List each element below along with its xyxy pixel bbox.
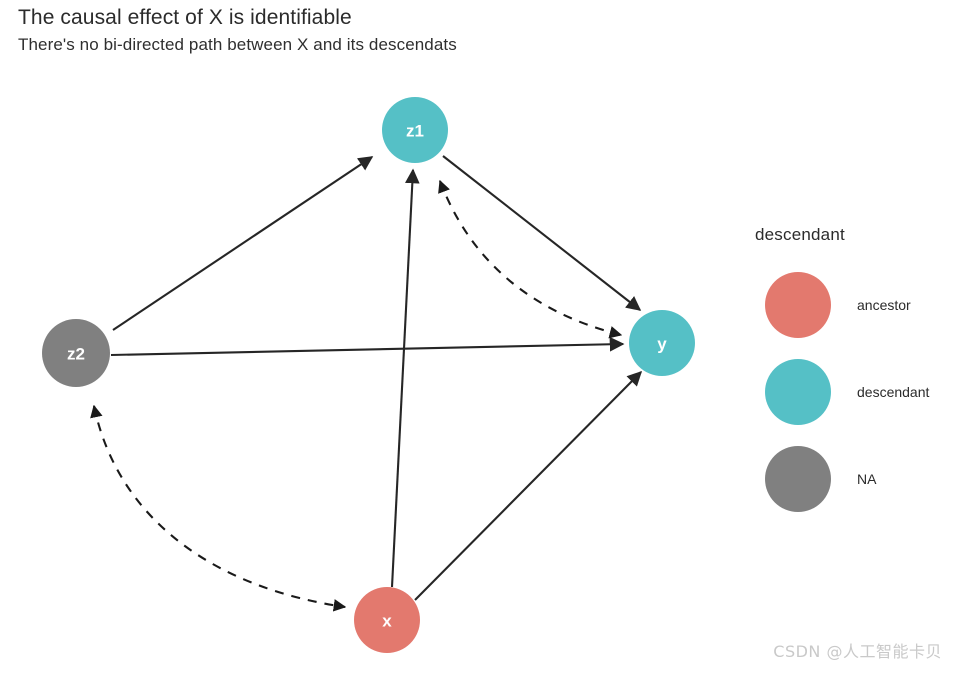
- node-circle-z2[interactable]: [42, 319, 110, 387]
- legend-swatch-ancestor: [765, 271, 831, 338]
- legend-title: descendant: [755, 225, 845, 244]
- node-circle-y[interactable]: [629, 310, 695, 376]
- node-circle-x[interactable]: [354, 587, 420, 653]
- edge-z1-bidirected-y: [438, 179, 623, 339]
- legend: descendant ancestor descendant NA: [752, 225, 948, 522]
- figure-header: The causal effect of X is identifiable T…: [18, 4, 718, 57]
- node-z1[interactable]: z1: [382, 97, 448, 163]
- node-z2[interactable]: z2: [42, 319, 110, 387]
- node-x[interactable]: x: [354, 587, 420, 653]
- legend-swatch-descendant: [765, 358, 831, 425]
- edge-z2-to-y: [110, 336, 625, 357]
- legend-item-ancestor[interactable]: ancestor: [752, 261, 948, 348]
- edge-z2-to-z1: [112, 156, 374, 331]
- edge-group-directed: [110, 155, 643, 601]
- edge-z2-bidirected-x: [90, 404, 347, 612]
- edge-z1-to-y: [442, 155, 642, 311]
- legend-label-na: NA: [857, 470, 877, 487]
- watermark: CSDN @人工智能卡贝: [773, 642, 942, 661]
- legend-label-descendant: descendant: [857, 383, 930, 400]
- legend-item-na[interactable]: NA: [752, 435, 948, 522]
- page-title: The causal effect of X is identifiable: [18, 6, 352, 29]
- edge-x-to-y: [414, 370, 643, 601]
- edge-x-to-z1: [390, 168, 420, 588]
- page-subtitle: There's no bi-directed path between X an…: [18, 35, 457, 54]
- edge-group-bidirected: [90, 179, 623, 612]
- node-y[interactable]: y: [629, 310, 695, 376]
- legend-label-ancestor: ancestor: [857, 296, 911, 313]
- node-circle-z1[interactable]: [382, 97, 448, 163]
- legend-swatch-na: [765, 445, 831, 512]
- legend-item-descendant[interactable]: descendant: [752, 348, 948, 435]
